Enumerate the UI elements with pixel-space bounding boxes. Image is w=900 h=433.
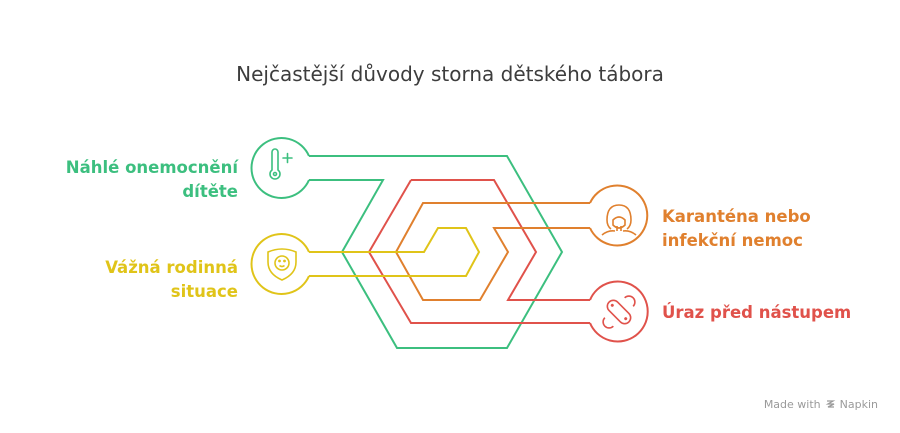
reason-label-injury: Úraz před nástupem bbox=[662, 301, 851, 325]
page-title: Nejčastější důvody storna dětského tábor… bbox=[236, 62, 664, 86]
label-line: Karanténa nebo bbox=[662, 207, 811, 226]
green-circle bbox=[250, 137, 310, 199]
thermometer-plus-icon bbox=[269, 148, 293, 180]
label-line: Úraz před nástupem bbox=[662, 303, 852, 322]
yellow-path bbox=[309, 227, 481, 277]
red-circle bbox=[589, 280, 649, 343]
napkin-text: Napkin bbox=[839, 398, 878, 411]
label-line: infekční nemoc bbox=[662, 231, 803, 250]
label-line: Vážná rodinná bbox=[105, 258, 238, 277]
face-mask-icon bbox=[601, 204, 637, 236]
reason-label-illness: Náhlé onemocnění dítěte bbox=[66, 156, 238, 204]
orange-path bbox=[394, 202, 590, 301]
napkin-logo-icon bbox=[825, 400, 835, 408]
orange-circle bbox=[589, 184, 649, 247]
red-path-inner bbox=[411, 179, 590, 301]
reason-label-family: Vážná rodinná situace bbox=[105, 256, 238, 304]
label-line: situace bbox=[170, 282, 238, 301]
bandage-icon bbox=[602, 295, 636, 329]
green-path bbox=[309, 155, 564, 349]
reason-label-quarantine: Karanténa nebo infekční nemoc bbox=[662, 205, 811, 253]
shield-child-icon bbox=[267, 248, 297, 281]
made-with-text: Made with bbox=[763, 398, 821, 411]
yellow-circle bbox=[250, 233, 310, 295]
branding: Made with Napkin bbox=[764, 398, 878, 411]
label-line: dítěte bbox=[182, 182, 238, 201]
label-line: Náhlé onemocnění bbox=[65, 158, 238, 177]
red-path-outer bbox=[367, 179, 590, 324]
